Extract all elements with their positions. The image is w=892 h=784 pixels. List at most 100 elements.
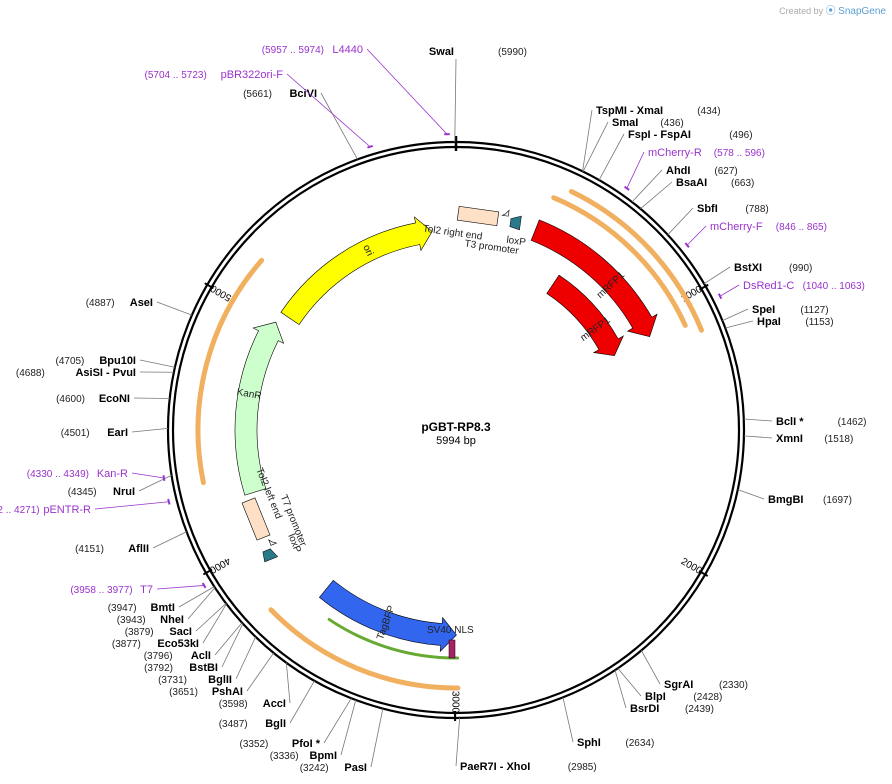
site-label-group[interactable]: AseI(4887) <box>86 297 153 309</box>
site-label-group[interactable]: BclI *(1462) <box>776 416 867 428</box>
primer-mark[interactable] <box>162 475 166 481</box>
primer-label-group[interactable]: mCherry-R(578 .. 596) <box>648 147 765 159</box>
site-leader <box>598 133 625 181</box>
site-position: (3796) <box>144 651 173 662</box>
orf-arc-mrfp-outer <box>568 188 704 333</box>
tick-5000 <box>204 282 214 290</box>
primer-mark[interactable] <box>684 242 690 248</box>
site-label-group[interactable]: BstBI(3792) <box>144 662 218 674</box>
site-label-group[interactable]: SbfI(788) <box>697 203 769 215</box>
loxp-top-label: loxP <box>506 235 527 249</box>
site-position: (3947) <box>108 603 137 614</box>
site-name: EarI <box>107 427 128 439</box>
site-label-group[interactable]: SgrAI(2330) <box>664 679 748 691</box>
primer-range: (4252 .. 4271) <box>0 505 40 516</box>
tol2-right-box[interactable] <box>456 205 500 227</box>
site-label-group[interactable]: BpmI(3336) <box>270 750 337 762</box>
site-label-group[interactable]: AsiSI - PvuI(4688) <box>16 367 136 379</box>
site-label-group[interactable]: SwaI(5990) <box>429 46 527 58</box>
site-label-group[interactable]: PshAI(3651) <box>169 686 243 698</box>
site-position: (2330) <box>719 680 748 691</box>
site-label-group[interactable]: BmtI(3947) <box>108 602 175 614</box>
site-label-group[interactable]: BsrDI(2439) <box>630 703 714 715</box>
feature-kanr[interactable] <box>234 321 285 496</box>
plasmid-name: pGBT-RP8.3 <box>421 420 491 434</box>
tol2-left-box[interactable] <box>241 497 271 541</box>
site-label-group[interactable]: BmgBI(1697) <box>768 494 852 506</box>
site-label-group[interactable]: BciVI(5661) <box>243 88 317 100</box>
primer-label-group[interactable]: T7(3958 .. 3977) <box>70 584 153 596</box>
primer-label-group[interactable]: L4440(5957 .. 5974) <box>262 44 363 56</box>
site-label-group[interactable]: PfoI *(3352) <box>239 738 320 750</box>
site-position: (1127) <box>800 305 828 316</box>
site-label-group[interactable]: EarI(4501) <box>61 427 128 439</box>
site-label-group[interactable]: BstXI(990) <box>734 262 812 274</box>
feature-ori[interactable] <box>280 216 433 325</box>
primer-label-group[interactable]: mCherry-F(846 .. 865) <box>710 221 827 233</box>
site-label-group[interactable]: AflII(4151) <box>75 543 149 555</box>
site-label-group[interactable]: SpeI(1127) <box>752 304 829 316</box>
site-position: (2634) <box>625 738 654 749</box>
primer-mark[interactable] <box>623 185 630 191</box>
site-label-group[interactable]: EcoNI(4600) <box>56 393 130 405</box>
site-position: (5990) <box>498 47 527 58</box>
site-name: AclI <box>191 650 211 662</box>
site-label-group[interactable]: TspMI - XmaI(434) <box>596 105 721 117</box>
site-label-group[interactable]: BlpI(2428) <box>645 691 722 703</box>
site-label-group[interactable]: SacI(3879) <box>125 626 192 638</box>
site-label-group[interactable]: SphI(2634) <box>577 737 654 749</box>
primer-range: (5704 .. 5723) <box>145 70 207 81</box>
site-leader <box>131 427 169 433</box>
primer-mark[interactable] <box>201 582 207 589</box>
site-leader <box>323 698 352 744</box>
primer-name: DsRed1-C <box>743 280 794 292</box>
site-name: BmgBI <box>768 494 803 506</box>
site-label-group[interactable]: HpaI(1153) <box>757 316 834 328</box>
primer-label-group[interactable]: pBR322ori-F(5704 .. 5723) <box>145 69 284 81</box>
feature-mrfp1-outer[interactable] <box>530 219 658 338</box>
site-name: BglI <box>265 718 286 730</box>
site-name: AsiSI - PvuI <box>75 367 136 379</box>
tick-2000 <box>698 570 709 577</box>
site-label-group[interactable]: BglI(3487) <box>219 718 286 730</box>
site-label-group[interactable]: AhdI(627) <box>666 165 738 177</box>
site-label-group[interactable]: FspI - FspAI(496) <box>628 129 753 141</box>
site-label-group[interactable]: AclI (3796) <box>144 650 211 662</box>
site-label-group[interactable]: SmaI(436) <box>612 117 684 129</box>
primer-label-group[interactable]: DsRed1-C(1040 .. 1063) <box>743 280 865 292</box>
primer-leader <box>94 501 169 510</box>
primer-mark[interactable] <box>717 293 723 300</box>
site-label-group[interactable]: Eco53kI(3877) <box>112 638 199 650</box>
site-label-group[interactable]: XmnI(1518) <box>776 433 853 445</box>
primer-range: (5957 .. 5974) <box>262 45 324 56</box>
site-label-group[interactable]: BsaAI(663) <box>676 177 754 189</box>
site-position: (3792) <box>144 663 173 674</box>
site-label-group[interactable]: NruI(4345) <box>68 486 135 498</box>
site-position: (496) <box>729 130 752 141</box>
feature-tagbfp[interactable] <box>319 579 457 653</box>
site-leader <box>246 652 274 692</box>
primer-label-group[interactable]: Kan-R(4330 .. 4349) <box>27 468 128 480</box>
site-label-group[interactable]: PaeR7I - XhoI(2985) <box>460 761 597 773</box>
sv40-nls-box[interactable] <box>448 639 456 659</box>
site-position: (4705) <box>55 356 84 367</box>
site-label-group[interactable]: AccI(3598) <box>219 698 286 710</box>
primer-mark[interactable] <box>167 498 171 505</box>
ori-label: ori <box>360 243 375 258</box>
site-label-group[interactable]: NheI(3943) <box>117 614 184 626</box>
restriction-sites: SwaI(5990) TspMI - XmaI(434)SmaI(436)FspI… <box>16 46 867 774</box>
t7-promoter-icon <box>268 538 278 546</box>
site-label-group[interactable]: BglII(3731) <box>158 674 232 686</box>
site-label-group[interactable]: PasI(3242) <box>300 762 367 774</box>
primer-label-group[interactable]: pENTR-R(4252 .. 4271) <box>0 504 91 516</box>
site-leader <box>202 603 227 644</box>
snapgene-credit: Created by ⦿ SnapGene <box>779 2 886 17</box>
loxp-bottom-icon[interactable] <box>261 547 279 563</box>
feature-mrfp1-inner[interactable] <box>546 274 625 356</box>
site-label-group[interactable]: Bpu10I(4705) <box>55 355 136 367</box>
primer-leader <box>626 151 645 189</box>
primer-mark[interactable] <box>367 144 374 149</box>
site-name: NruI <box>113 486 135 498</box>
credit-brand: SnapGene <box>838 6 886 17</box>
loxp-top-icon[interactable] <box>509 215 522 231</box>
